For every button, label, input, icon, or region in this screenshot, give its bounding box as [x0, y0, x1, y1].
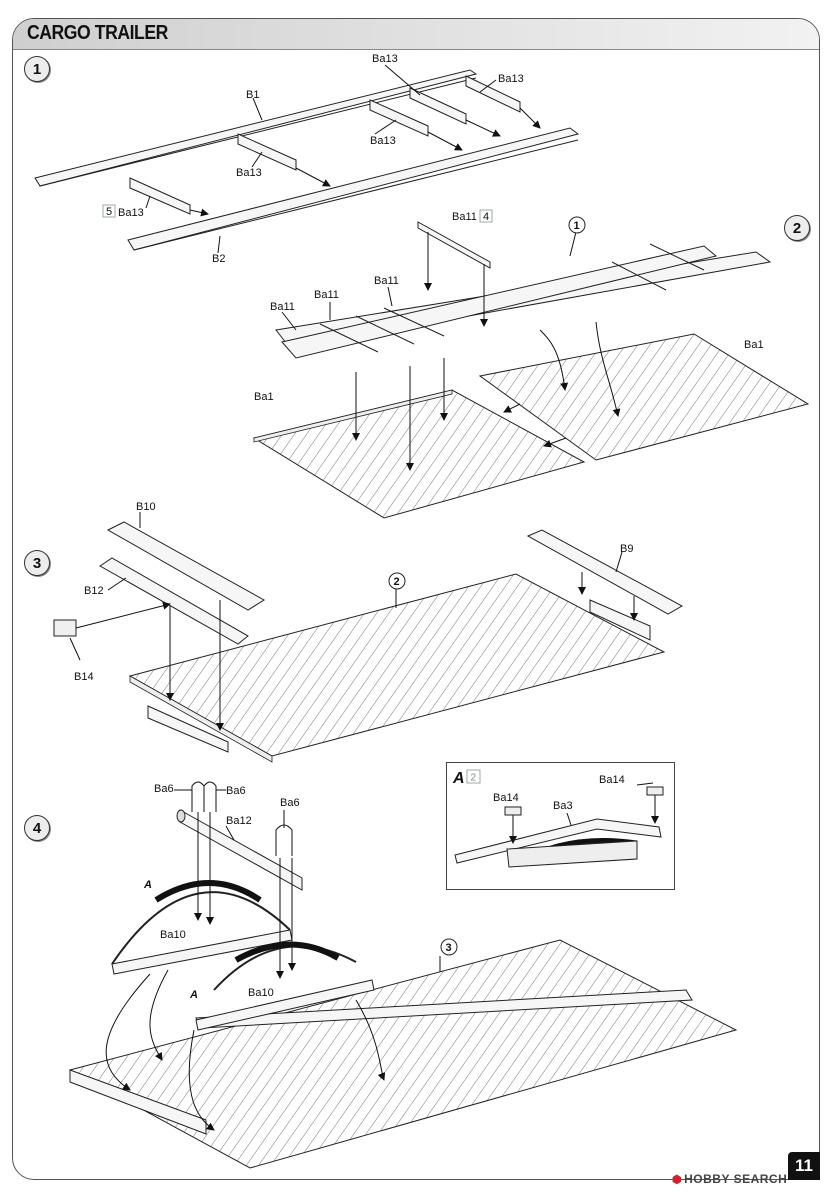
floor-panel-ba1-left: [252, 389, 586, 519]
label-ba10: Ba10: [248, 987, 274, 999]
label-ba6: Ba6: [154, 783, 174, 795]
label-b10: B10: [136, 501, 156, 513]
label-b12: B12: [84, 585, 104, 597]
label-ba13: Ba13: [372, 53, 398, 65]
label-b14: B14: [74, 671, 94, 683]
label-ba1: Ba1: [254, 391, 274, 403]
ref-step-badge: [388, 572, 406, 590]
label-ba14: Ba14: [599, 774, 625, 786]
ref-step-number: 1: [574, 220, 580, 232]
label-ba10: Ba10: [160, 929, 186, 941]
rail-b1: [34, 69, 478, 187]
label-ba11: Ba11: [374, 275, 399, 287]
label-ba13: Ba13: [370, 135, 396, 147]
part-b9: [526, 529, 684, 615]
crossmember-ba13: [369, 99, 429, 137]
label-ba1: Ba1: [744, 339, 764, 351]
label-ba14: Ba14: [493, 792, 519, 804]
step3-deck: [53, 521, 684, 763]
label-ba11: Ba11: [452, 211, 477, 223]
label-ba6: Ba6: [280, 797, 300, 809]
page-title: CARGO TRAILER: [27, 22, 168, 44]
part-b10: [106, 521, 265, 611]
ref-step-number: 2: [394, 576, 400, 588]
header-bar: CARGO TRAILER: [13, 19, 819, 50]
label-ba6: Ba6: [226, 785, 246, 797]
label-qty: 5: [106, 206, 112, 218]
label-b1: B1: [246, 89, 259, 101]
label-subassembly-a: A: [143, 879, 152, 891]
crossmember-ba13: [237, 133, 297, 171]
watermark: ⬢HOBBY SEARCH: [672, 1172, 787, 1186]
crossmember-ba13: [129, 177, 191, 215]
quantity-box: [102, 204, 116, 218]
label-ba11: Ba11: [270, 301, 295, 313]
label-ba12: Ba12: [226, 815, 252, 827]
part-b12: [99, 557, 249, 645]
step1-arrows: [145, 64, 541, 254]
label-qty: 2: [471, 773, 477, 784]
floor-panel-ba1-right: [478, 333, 810, 461]
step-3-badge: 3: [24, 550, 50, 576]
crossmember-ba13: [465, 75, 521, 113]
step-2-badge: 2: [784, 215, 810, 241]
label-ba13: Ba13: [118, 207, 144, 219]
step-1-badge: 1: [24, 56, 50, 82]
inset-drawing: A 2 Ba14 Ba3 Ba14: [452, 769, 664, 868]
ref-step-badge: [440, 938, 458, 956]
label-ba13: Ba13: [236, 167, 262, 179]
watermark-logo-icon: ⬢: [672, 1174, 683, 1186]
crossmember-ba13: [409, 87, 467, 125]
ubolts-ba6: [105, 781, 441, 1131]
page-number: 11: [788, 1152, 820, 1180]
part-ba3: [454, 818, 662, 868]
step4-chassis: [68, 939, 738, 1169]
inset-detail-a: A 2 Ba14 Ba3 Ba14: [446, 762, 675, 890]
label-ba13: Ba13: [498, 73, 524, 85]
part-ba11: [417, 221, 491, 269]
inset-title: A: [452, 770, 465, 787]
step2-arrows: [281, 231, 621, 471]
step3-arrows: [69, 512, 638, 731]
part-b14: [53, 619, 77, 637]
rail-b2: [127, 127, 580, 251]
leaf-spring-a: [111, 880, 375, 1031]
label-subassembly-a: A: [189, 989, 198, 1001]
part-ba14: [646, 786, 664, 796]
ref-step-badge: [568, 216, 586, 234]
label-ba3: Ba3: [553, 800, 573, 812]
step2-frame: [275, 221, 772, 359]
ref-step-number: 3: [446, 942, 452, 954]
quantity-box: [466, 769, 481, 784]
step-4-badge: 4: [24, 815, 50, 841]
part-ba14: [504, 806, 522, 816]
label-ba11: Ba11: [314, 289, 339, 301]
label-b9: B9: [620, 543, 633, 555]
step1-frame: [34, 69, 580, 251]
quantity-box: [479, 209, 493, 223]
watermark-text: HOBBY SEARCH: [684, 1172, 788, 1186]
label-qty: 4: [483, 211, 489, 223]
label-b2: B2: [212, 253, 225, 265]
page-frame: CARGO TRAILER: [12, 18, 820, 1180]
